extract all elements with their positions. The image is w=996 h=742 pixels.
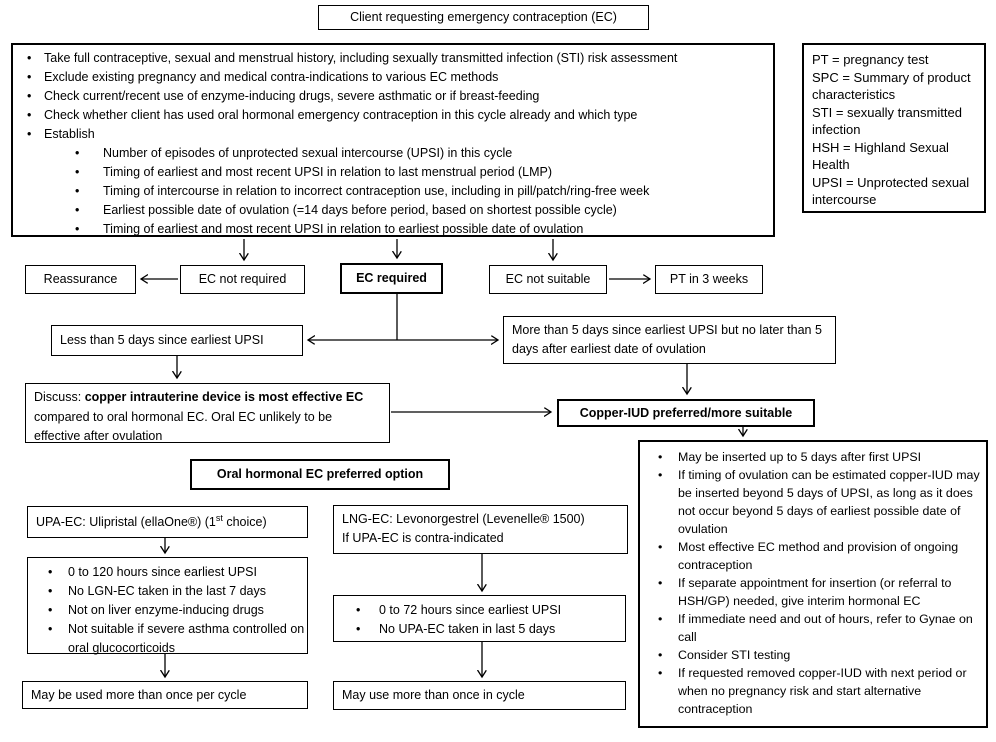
list-item: If requested removed copper-IUD with nex…	[644, 664, 982, 718]
assessment-box: Take full contraceptive, sexual and mens…	[11, 43, 775, 239]
list-item: No UPA-EC taken in last 5 days	[334, 620, 625, 639]
pt-3-weeks-box: PT in 3 weeks	[655, 265, 763, 294]
list-item: No LGN-EC taken in the last 7 days	[28, 582, 307, 601]
upa-footer-label: May be used more than once per cycle	[31, 687, 247, 702]
upa-title-end: choice)	[222, 515, 267, 530]
reassurance-box: Reassurance	[25, 265, 136, 294]
list-item: Check whether client has used oral hormo…	[13, 106, 769, 125]
pt-3-weeks-label: PT in 3 weeks	[669, 272, 749, 287]
ec-not-suitable-label: EC not suitable	[505, 272, 591, 287]
discuss-prefix: Discuss:	[34, 390, 85, 404]
discuss-copper-iud-box: Discuss: copper intrauterine device is m…	[25, 383, 390, 443]
list-item: 0 to 120 hours since earliest UPSI	[28, 563, 307, 582]
list-item: Earliest possible date of ovulation (=14…	[13, 201, 769, 220]
lng-footer-box: May use more than once in cycle	[333, 681, 626, 710]
lng-criteria-list: 0 to 72 hours since earliest UPSINo UPA-…	[334, 601, 625, 639]
list-item: PT = pregnancy test	[812, 52, 929, 67]
list-item: UPSI = Unprotected sexual intercourse	[812, 174, 970, 208]
copper-iud-details-box: May be inserted up to 5 days after first…	[638, 440, 988, 728]
copper-iud-details-list: May be inserted up to 5 days after first…	[644, 448, 982, 718]
client-request-label: Client requesting emergency contraceptio…	[350, 10, 617, 25]
list-item: If separate appointment for insertion (o…	[644, 574, 982, 610]
upa-ec-title-box: UPA-EC: Ulipristal (ellaOne®) (1st choic…	[27, 506, 308, 538]
lng-ec-title-box: LNG-EC: Levonorgestrel (Levenelle® 1500)…	[333, 505, 628, 554]
list-item: Most effective EC method and provision o…	[644, 538, 982, 574]
list-item: May be inserted up to 5 days after first…	[644, 448, 982, 466]
list-item: Timing of earliest and most recent UPSI …	[13, 163, 769, 182]
list-item: Not suitable if severe asthma controlled…	[28, 620, 307, 658]
more-than-5-days-label: More than 5 days since earliest UPSI but…	[512, 323, 822, 356]
list-item: 0 to 72 hours since earliest UPSI	[334, 601, 625, 620]
oral-hormonal-ec-box: Oral hormonal EC preferred option	[190, 459, 450, 490]
list-item: Timing of earliest and most recent UPSI …	[13, 220, 769, 239]
list-item: HSH = Highland Sexual Health	[812, 139, 949, 173]
discuss-bold-text: copper intrauterine device is most effec…	[84, 390, 364, 404]
discuss-rest: compared to oral hormonal EC. Oral EC un…	[34, 409, 333, 444]
list-item: Not on liver enzyme-inducing drugs	[28, 601, 307, 620]
oral-hormonal-ec-label: Oral hormonal EC preferred option	[216, 467, 424, 482]
ec-not-required-box: EC not required	[180, 265, 305, 294]
list-item: STI = sexually transmitted infection	[812, 104, 962, 138]
more-than-5-days-box: More than 5 days since earliest UPSI but…	[503, 316, 836, 364]
list-item: Timing of intercourse in relation to inc…	[13, 182, 769, 201]
lng-criteria-box: 0 to 72 hours since earliest UPSINo UPA-…	[333, 595, 626, 642]
copper-iud-preferred-label: Copper-IUD preferred/more suitable	[579, 405, 793, 420]
upa-footer-box: May be used more than once per cycle	[22, 681, 308, 709]
ec-required-label: EC required	[356, 271, 427, 286]
establish-item: Establish	[13, 125, 769, 144]
list-item: If timing of ovulation can be estimated …	[644, 466, 982, 538]
client-request-box: Client requesting emergency contraceptio…	[318, 5, 649, 30]
ec-required-box: EC required	[340, 263, 443, 294]
list-item: SPC = Summary of product characteristics	[812, 69, 971, 103]
list-item: If immediate need and out of hours, refe…	[644, 610, 982, 646]
ec-not-required-label: EC not required	[198, 272, 287, 287]
list-item: Check current/recent use of enzyme-induc…	[13, 87, 769, 106]
copper-iud-preferred-box: Copper-IUD preferred/more suitable	[557, 399, 815, 427]
reassurance-label: Reassurance	[43, 272, 118, 287]
less-than-5-days-box: Less than 5 days since earliest UPSI	[51, 325, 303, 356]
list-item: Exclude existing pregnancy and medical c…	[13, 68, 769, 87]
lng-title-line2: If UPA-EC is contra-indicated	[342, 531, 504, 545]
less-than-5-days-label: Less than 5 days since earliest UPSI	[60, 333, 264, 348]
upa-title-main: UPA-EC: Ulipristal (ellaOne®) (1	[36, 515, 216, 530]
upa-title-sup: st	[215, 513, 223, 524]
establish-sublist: Number of episodes of unprotected sexual…	[13, 144, 769, 239]
upa-criteria-box: 0 to 120 hours since earliest UPSINo LGN…	[27, 557, 308, 655]
lng-title-line1: LNG-EC: Levonorgestrel (Levenelle® 1500)	[342, 512, 585, 526]
lng-footer-label: May use more than once in cycle	[342, 688, 525, 703]
list-item: Consider STI testing	[644, 646, 982, 664]
assessment-establish-list: Establish	[13, 125, 769, 144]
list-item: Take full contraceptive, sexual and mens…	[13, 49, 769, 68]
list-item: Number of episodes of unprotected sexual…	[13, 144, 769, 163]
ec-not-suitable-box: EC not suitable	[489, 265, 607, 294]
upa-ec-title: UPA-EC: Ulipristal (ellaOne®) (1st choic…	[36, 512, 267, 531]
upa-criteria-list: 0 to 120 hours since earliest UPSINo LGN…	[28, 563, 307, 658]
assessment-bullet-list: Take full contraceptive, sexual and mens…	[13, 49, 769, 125]
